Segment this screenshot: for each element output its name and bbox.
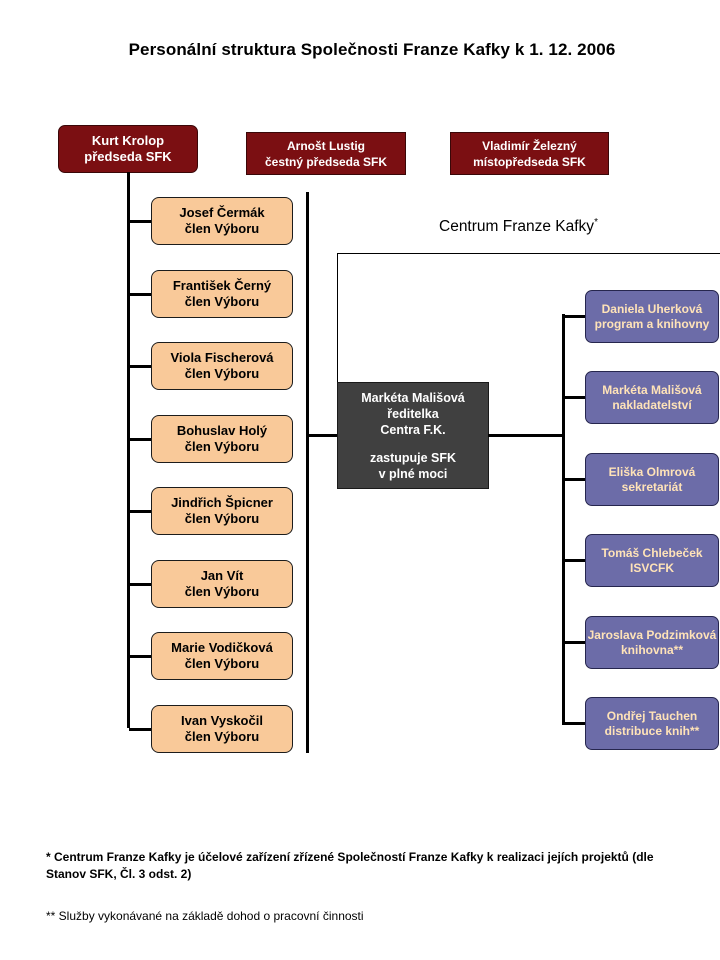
center-frame-top [337,253,720,254]
director-box: Markéta Mališová ředitelka Centra F.K. z… [337,382,489,489]
committee-connector-horizontal [129,728,152,731]
committee-member-name: Jan Vít [200,568,244,583]
committee-member-name: Marie Vodičková [171,640,273,655]
staff-member-name: Jaroslava Podzimková [587,627,717,642]
honorary-chairman-name: Arnošt Lustig [287,138,365,153]
staff-member-name: Daniela Uherková [601,301,703,316]
chairman-box: Kurt Krolop předseda SFK [58,125,198,173]
honorary-chairman-box: Arnošt Lustig čestný předseda SFK [246,132,406,175]
committee-member-role: člen Výboru [184,584,260,599]
vice-chairman-role: místopředseda SFK [473,154,586,169]
staff-member-role: sekretariát [621,479,683,494]
committee-member-role: člen Výboru [184,439,260,454]
committee-member-role: člen Výboru [184,729,260,744]
staff-member-name: Tomáš Chlebeček [601,545,703,560]
staff-member-role: knihovna** [620,642,683,657]
staff-member-name: Ondřej Tauchen [606,708,698,723]
staff-member-role: program a knihovny [594,316,710,331]
committee-member-role: člen Výboru [184,221,260,236]
staff-connector-horizontal [564,478,586,481]
chairman-name: Kurt Krolop [91,133,165,148]
committee-member-role: člen Výboru [184,656,260,671]
staff-connector-horizontal [564,641,586,644]
committee-member-name: Jindřich Špicner [171,495,273,510]
staff-member-role: distribuce knih** [604,723,700,738]
director-note-line1: zastupuje SFK [369,450,457,465]
center-label: Centrum Franze Kafky* [439,217,598,236]
committee-connector-vertical [127,172,130,728]
staff-connector-horizontal [564,396,586,399]
committee-member-role: člen Výboru [184,511,260,526]
staff-member-name: Eliška Olmrová [608,464,696,479]
staff-connector-horizontal [564,559,586,562]
footnote-services: ** Služby vykonávané na základě dohod o … [46,909,364,923]
director-right-connector [488,434,564,437]
committee-connector-horizontal [129,438,152,441]
staff-member-name: Markéta Mališová [602,382,702,397]
center-vertical-line [306,192,309,753]
vice-chairman-name: Vladimír Železný [482,138,577,153]
committee-connector-horizontal [129,510,152,513]
committee-member-name: Ivan Vyskočil [181,713,263,728]
center-label-text: Centrum Franze Kafky [439,218,595,235]
committee-connector-horizontal [129,655,152,658]
committee-connector-horizontal [129,365,152,368]
committee-member-name: František Černý [172,278,272,293]
director-role-line2: Centra F.K. [380,422,446,437]
center-label-mark: * [594,217,598,228]
staff-member-role: ISVCFK [629,560,674,575]
footnote-center: * Centrum Franze Kafky je účelové zaříze… [46,850,654,881]
committee-member-role: člen Výboru [184,294,260,309]
committee-member-name: Viola Fischerová [170,350,274,365]
staff-connector-horizontal [564,722,586,725]
director-role-line1: ředitelka [387,406,439,421]
chart-title: Personální struktura Společnosti Franze … [128,40,616,59]
committee-member-name: Josef Čermák [179,205,265,220]
committee-connector-horizontal [129,583,152,586]
committee-member-name: Bohuslav Holý [176,423,268,438]
committee-connector-horizontal [129,293,152,296]
director-name: Markéta Mališová [361,390,465,405]
staff-connector-horizontal [564,315,586,318]
committee-member-role: člen Výboru [184,366,260,381]
center-frame-left [337,253,338,383]
staff-connector-vertical [562,314,565,725]
vice-chairman-box: Vladimír Železný místopředseda SFK [450,132,609,175]
director-note-line2: v plné moci [378,466,448,481]
honorary-chairman-role: čestný předseda SFK [264,154,388,169]
committee-connector-horizontal [129,220,152,223]
staff-member-role: nakladatelství [612,397,692,412]
chairman-role: předseda SFK [84,149,172,164]
director-left-connector [306,434,338,437]
